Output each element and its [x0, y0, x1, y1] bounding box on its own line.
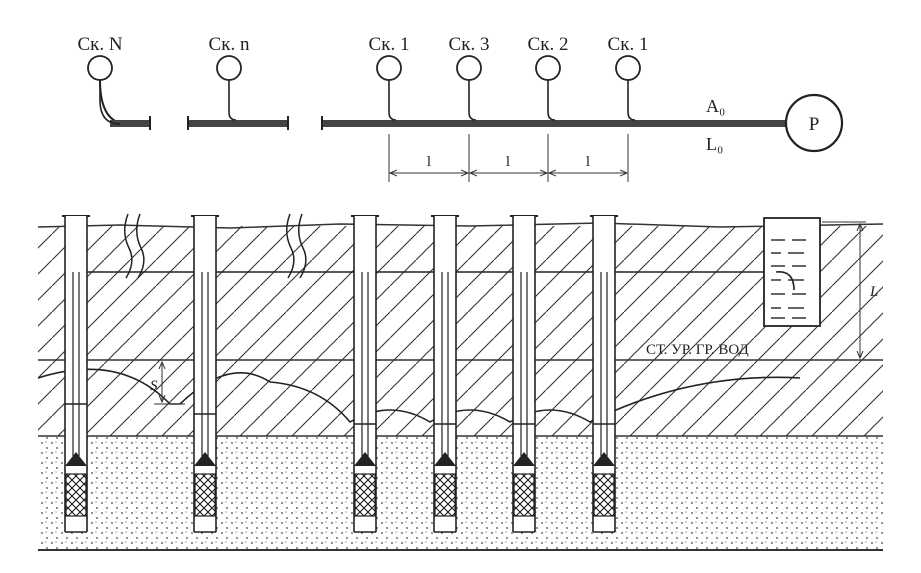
well-casing-fill	[354, 216, 376, 532]
tank-body	[763, 217, 821, 327]
well-section-3	[431, 215, 459, 533]
well-section-n	[191, 215, 219, 533]
collector-pipe-middle-segment	[188, 120, 288, 127]
well-pump-cone	[194, 452, 216, 466]
well-filter	[354, 473, 376, 517]
well-plan-2: Ск. 2	[528, 34, 569, 121]
well-casing-fill	[194, 216, 216, 532]
spacing-label-3: l	[586, 154, 590, 170]
depth-dimension: L	[822, 221, 878, 358]
collector-pipe-main	[322, 120, 792, 127]
area-label-top: A₀	[706, 96, 725, 116]
well-section-2	[510, 215, 538, 533]
well-filter	[513, 473, 535, 517]
drawdown-label: S	[150, 378, 158, 394]
well-circle	[456, 55, 482, 81]
well-filter	[65, 473, 87, 517]
well-label-N: Ск. N	[77, 34, 122, 55]
well-pump-cone	[354, 452, 376, 466]
pump-label: Р	[809, 114, 820, 135]
water-level-label: СТ. УР. ГР. ВОД	[646, 342, 749, 358]
well-pump-cone	[434, 452, 456, 466]
well-section-N	[62, 215, 90, 533]
soil-cross-section: СТ. УР. ГР. ВОД S L	[37, 213, 884, 551]
well-plan-n: Ск. n	[209, 34, 250, 121]
well-plan-1b: Ск. 1	[608, 34, 649, 121]
spacing-label-1: l	[427, 154, 431, 170]
sand-aquifer-layer	[38, 436, 883, 550]
pump-circle	[784, 93, 844, 153]
well-casing-fill	[65, 216, 87, 532]
water-tank	[763, 217, 821, 327]
well-pump-cone	[593, 452, 615, 466]
well-plan-N: Ск. N	[77, 34, 123, 125]
well-filter	[194, 473, 216, 517]
well-label-1a: Ск. 1	[369, 34, 410, 55]
well-section-1b	[590, 215, 618, 533]
spacing-dimensions: l l l	[388, 134, 629, 182]
well-casing-fill	[434, 216, 456, 532]
spacing-label-2: l	[506, 154, 510, 170]
pump: Р	[784, 93, 844, 153]
depth-label: L	[869, 284, 878, 300]
well-plan-3: Ск. 3	[449, 34, 490, 121]
well-label-2: Ск. 2	[528, 34, 569, 55]
collector-plan: Ск. N Ск. n Ск. 1 Ск. 3 Ск. 2 Ск. 1	[77, 34, 844, 182]
break-mark	[136, 213, 145, 279]
break-mark	[286, 213, 295, 279]
well-circle	[216, 55, 242, 81]
well-circle	[376, 55, 402, 81]
drawdown-dimension: S	[150, 362, 185, 405]
well-circle	[615, 55, 641, 81]
area-label-bottom: L₀	[706, 134, 723, 154]
well-circle	[87, 55, 113, 81]
well-label-1b: Ск. 1	[608, 34, 649, 55]
upper-clay-layer	[38, 226, 883, 360]
well-pump-cone	[513, 452, 535, 466]
well-section-1a	[351, 215, 379, 533]
middle-clay-layer	[38, 360, 883, 436]
collector-pipe-end-segment	[110, 120, 150, 127]
well-casing-fill	[593, 216, 615, 532]
well-filter	[593, 473, 615, 517]
break-mark	[124, 213, 133, 279]
well-label-3: Ск. 3	[449, 34, 490, 55]
well-casing-fill	[513, 216, 535, 532]
well-plan-1a: Ск. 1	[369, 34, 410, 121]
well-circle	[535, 55, 561, 81]
ground-surface	[37, 222, 884, 229]
break-mark	[298, 213, 307, 279]
wells-section	[62, 215, 618, 533]
well-pump-cone	[65, 452, 87, 466]
well-label-n: Ск. n	[209, 34, 250, 55]
well-filter	[434, 473, 456, 517]
